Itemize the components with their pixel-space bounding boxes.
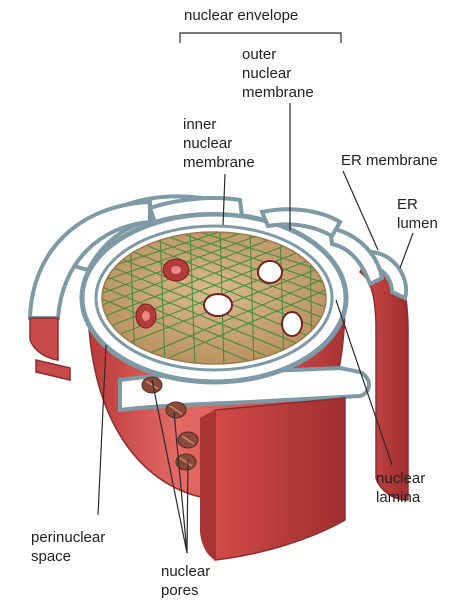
envelope-bracket — [180, 33, 341, 43]
label-er-lumen: ER lumen — [397, 195, 438, 233]
label-nuclear-pores: nuclear pores — [161, 562, 210, 600]
label-perinuclear-space: perinuclear space — [31, 528, 105, 566]
label-nuclear-envelope: nuclear envelope — [184, 6, 298, 25]
label-er-membrane: ER membrane — [341, 151, 438, 170]
label-inner-nuclear-membrane: inner nuclear membrane — [183, 115, 255, 172]
label-outer-nuclear-membrane: outer nuclear membrane — [242, 45, 314, 102]
leader-er-lumen — [400, 233, 413, 268]
label-nuclear-lamina: nuclear lamina — [376, 469, 425, 507]
